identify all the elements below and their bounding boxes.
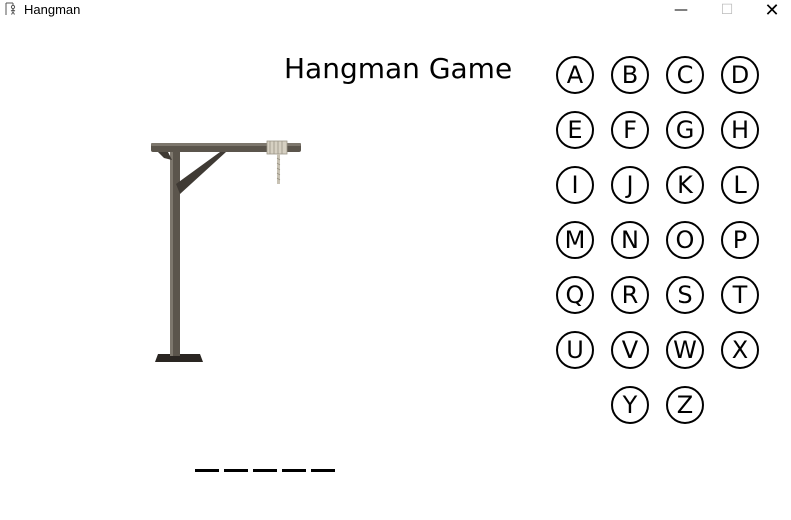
letter-button-o[interactable]: O	[666, 221, 704, 259]
letter-button-l[interactable]: L	[721, 166, 759, 204]
letter-button-p[interactable]: P	[721, 221, 759, 259]
rope	[266, 140, 288, 184]
gallows-image	[151, 140, 301, 362]
hangman-app-icon	[5, 2, 16, 15]
letter-button-a[interactable]: A	[556, 56, 594, 94]
letter-button-h[interactable]: H	[721, 111, 759, 149]
letter-button-f[interactable]: F	[611, 111, 649, 149]
minimize-button[interactable]: —	[674, 2, 688, 18]
letter-button-u[interactable]: U	[556, 331, 594, 369]
gallows-base	[155, 354, 203, 362]
gallows-brace	[176, 152, 226, 194]
word-placeholder	[195, 454, 335, 472]
letter-button-i[interactable]: I	[556, 166, 594, 204]
letter-button-c[interactable]: C	[666, 56, 704, 94]
letter-slot	[311, 454, 335, 472]
letter-slot	[224, 454, 248, 472]
letter-slot	[195, 454, 219, 472]
letter-slot	[282, 454, 306, 472]
letter-button-r[interactable]: R	[611, 276, 649, 314]
letter-button-v[interactable]: V	[611, 331, 649, 369]
letter-button-x[interactable]: X	[721, 331, 759, 369]
letter-slot	[253, 454, 277, 472]
letter-button-d[interactable]: D	[721, 56, 759, 94]
letter-button-e[interactable]: E	[556, 111, 594, 149]
letter-button-g[interactable]: G	[666, 111, 704, 149]
title-bar: Hangman — ☐ ✕	[0, 0, 791, 21]
game-title: Hangman Game	[284, 52, 513, 85]
letter-button-z[interactable]: Z	[666, 386, 704, 424]
letter-button-s[interactable]: S	[666, 276, 704, 314]
letter-button-q[interactable]: Q	[556, 276, 594, 314]
letter-button-m[interactable]: M	[556, 221, 594, 259]
letter-button-n[interactable]: N	[611, 221, 649, 259]
letter-button-y[interactable]: Y	[611, 386, 649, 424]
letter-button-j[interactable]: J	[611, 166, 649, 204]
maximize-button[interactable]: ☐	[720, 2, 734, 18]
window-title: Hangman	[24, 2, 81, 17]
close-button[interactable]: ✕	[764, 0, 780, 21]
letter-button-w[interactable]: W	[666, 331, 704, 369]
letter-button-b[interactable]: B	[611, 56, 649, 94]
letter-button-t[interactable]: T	[721, 276, 759, 314]
gallows-post	[170, 148, 180, 356]
letter-button-k[interactable]: K	[666, 166, 704, 204]
